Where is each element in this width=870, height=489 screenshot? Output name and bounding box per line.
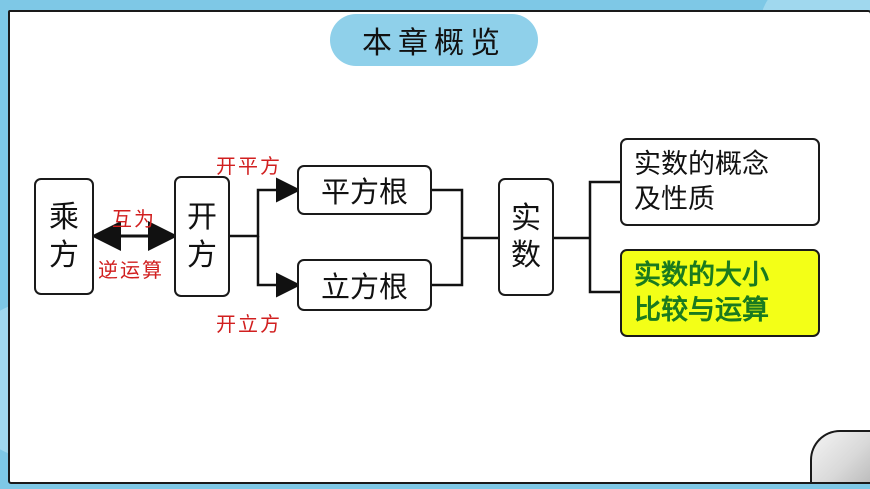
node-compare-line: 实数的大小	[634, 259, 769, 291]
node-shishu-char: 实	[511, 200, 541, 236]
label-mutual-top: 互为	[112, 207, 156, 231]
node-chengfang-char: 方	[49, 237, 79, 273]
page-curl	[810, 430, 870, 482]
label-cbrt: 开立方	[216, 312, 282, 336]
page-title: 本章概览	[330, 14, 538, 66]
node-kaifang-char: 开	[187, 200, 217, 235]
node-kaifang: 开 方	[174, 176, 230, 297]
node-pingfanggen: 平方根	[297, 165, 432, 215]
arrow-to-pingfanggen	[218, 177, 301, 238]
node-concept-line: 及性质	[634, 184, 715, 215]
node-lifanggen: 立方根	[297, 259, 432, 311]
arrow-to-lifanggen	[256, 236, 301, 298]
bracket-to-branches	[588, 180, 620, 294]
node-compare-line: 比较与运算	[634, 295, 769, 326]
node-shishu: 实 数	[498, 178, 554, 296]
node-compare-highlight: 实数的大小 比较与运算	[620, 249, 820, 337]
node-chengfang: 乘 方	[34, 178, 94, 295]
label-mutual-bottom: 逆运算	[98, 258, 164, 282]
bracket-to-shishu	[432, 188, 464, 287]
node-kaifang-char: 方	[187, 237, 217, 273]
node-shishu-char: 数	[511, 238, 541, 273]
label-sqrt: 开平方	[216, 154, 282, 178]
node-concept-line: 实数的概念	[634, 148, 769, 180]
node-chengfang-char: 乘	[49, 200, 79, 235]
node-concept: 实数的概念 及性质	[620, 138, 820, 226]
